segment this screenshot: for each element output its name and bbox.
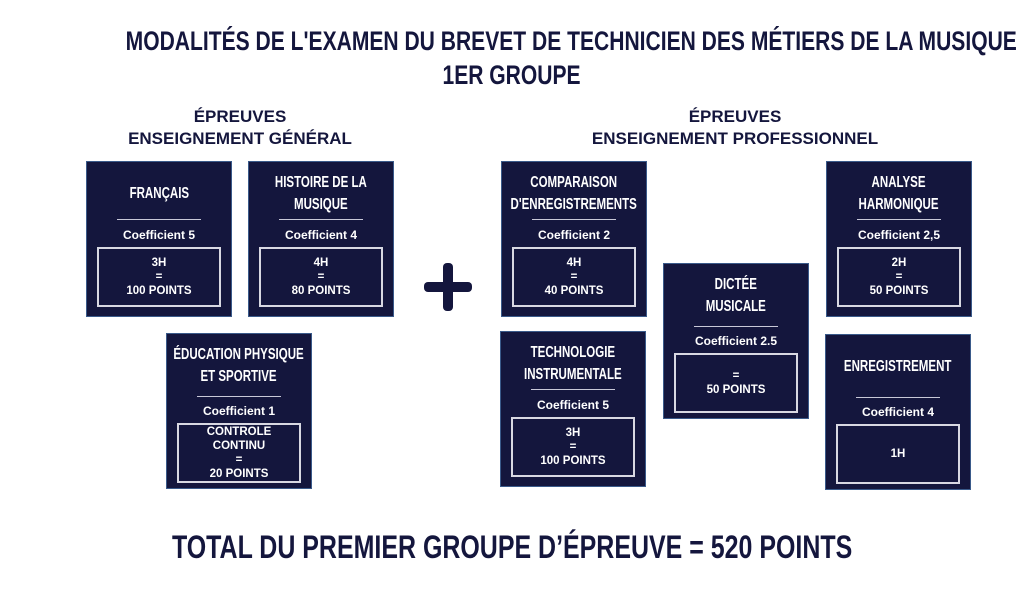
card-title-line-1: TECHNOLOGIE <box>530 344 616 361</box>
duration-points-box: 2H = 50 POINTS <box>837 247 961 307</box>
professional-heading: ÉPREUVES ENSEIGNEMENT PROFESSIONNEL <box>560 106 910 150</box>
page-title: MODALITÉS DE L'EXAMEN DU BREVET DE TECHN… <box>0 24 1024 58</box>
divider <box>856 397 940 398</box>
equals-sign: = <box>235 454 243 466</box>
card-title-line-1: ÉDUCATION PHYSIQUE <box>173 346 305 363</box>
coefficient: Coefficient 4 <box>284 228 357 242</box>
card-title: HISTOIRE DE LA MUSIQUE <box>249 168 393 220</box>
card-title: FRANÇAIS <box>87 168 231 220</box>
professional-heading-line-2: ENSEIGNEMENT PROFESSIONNEL <box>591 129 879 148</box>
card-title-line-1: ANALYSE <box>871 174 926 191</box>
points: 80 POINTS <box>291 285 351 297</box>
card-title: ANALYSE HARMONIQUE <box>827 168 971 220</box>
coefficient: Coefficient 2 <box>537 228 610 242</box>
title-line-2: 1ER GROUPE <box>442 60 582 90</box>
equals-sign: = <box>732 370 740 382</box>
general-heading-line-1: ÉPREUVES <box>193 107 287 126</box>
page-subtitle: 1ER GROUPE <box>0 58 1024 92</box>
general-heading: ÉPREUVES ENSEIGNEMENT GÉNÉRAL <box>100 106 380 150</box>
card-title-line-2: INSTRUMENTALE <box>524 366 622 383</box>
duration: CONTROLE CONTINU <box>206 426 272 452</box>
card-title-line-2: MUSICALE <box>705 298 767 315</box>
card-title-line-1: FRANÇAIS <box>129 185 189 202</box>
coefficient: Coefficient 5 <box>122 228 195 242</box>
card-title-line-1: ENREGISTREMENT <box>844 358 952 375</box>
points: 100 POINTS <box>126 285 192 297</box>
duration: 2H <box>891 257 907 269</box>
duration-points-box: = 50 POINTS <box>674 353 798 413</box>
plus-icon <box>424 263 472 311</box>
card-title-line-1: DICTÉE <box>714 276 758 293</box>
card-histoire-musique: HISTOIRE DE LA MUSIQUE Coefficient 4 4H = 80 … <box>248 161 394 317</box>
points: 50 POINTS <box>869 285 929 297</box>
points: 50 POINTS <box>706 384 766 396</box>
card-title-line-2: ET SPORTIVE <box>200 368 278 385</box>
duration-points-box: 3H = 100 POINTS <box>97 247 221 307</box>
duration-points-box: CONTROLE CONTINU = 20 POINTS <box>177 423 301 483</box>
equals-sign: = <box>317 271 325 283</box>
card-title-line-1: HISTOIRE DE LA <box>275 174 367 191</box>
duration-points-box: 1H <box>836 424 960 484</box>
card-analyse-harmonique: ANALYSE HARMONIQUE Coefficient 2,5 2H = 50 PO… <box>826 161 972 317</box>
divider <box>197 396 281 397</box>
points: 40 POINTS <box>544 285 604 297</box>
card-title-line-2: MUSIQUE <box>294 196 348 213</box>
card-technologie-instrumentale: TECHNOLOGIE INSTRUMENTALE Coefficient 5 3H =… <box>500 331 646 487</box>
divider <box>532 219 616 220</box>
card-enregistrement: ENREGISTREMENT Coefficient 4 1H <box>825 334 971 490</box>
duration: 4H <box>566 257 582 269</box>
points: 100 POINTS <box>540 455 606 467</box>
general-heading-line-2: ENSEIGNEMENT GÉNÉRAL <box>128 129 352 148</box>
card-education-physique: ÉDUCATION PHYSIQUE ET SPORTIVE Coefficient… <box>166 333 312 489</box>
equals-sign: = <box>155 271 163 283</box>
coefficient: Coefficient 4 <box>861 405 934 419</box>
card-title-line-1: COMPARAISON <box>530 174 618 191</box>
duration: 1H <box>890 448 906 460</box>
duration: 3H <box>565 427 581 439</box>
coefficient: Coefficient 2.5 <box>694 334 778 348</box>
coefficient: Coefficient 1 <box>202 404 275 418</box>
coefficient: Coefficient 2,5 <box>857 228 941 242</box>
title-line-1: MODALITÉS DE L'EXAMEN DU BREVET DE TECHN… <box>125 26 1017 56</box>
divider <box>117 219 201 220</box>
card-title: DICTÉE MUSICALE <box>664 270 808 322</box>
divider <box>857 219 941 220</box>
divider <box>531 389 615 390</box>
card-francais: FRANÇAIS Coefficient 5 3H = 100 POINTS <box>86 161 232 317</box>
divider <box>279 219 363 220</box>
card-title: TECHNOLOGIE INSTRUMENTALE <box>501 338 645 390</box>
card-title-line-2: HARMONIQUE <box>858 196 939 213</box>
card-dictee-musicale: DICTÉE MUSICALE Coefficient 2.5 = 50 POINTS <box>663 263 809 419</box>
points: 20 POINTS <box>209 468 269 480</box>
total-points: TOTAL DU PREMIER GROUPE D’ÉPREUVE = 520 … <box>0 527 1024 567</box>
duration: 4H <box>313 257 329 269</box>
card-comparaison-enregistrements: COMPARAISON D'ENREGISTREMENTS Coefficient … <box>501 161 647 317</box>
duration-points-box: 3H = 100 POINTS <box>511 417 635 477</box>
duration: 3H <box>151 257 167 269</box>
equals-sign: = <box>570 271 578 283</box>
duration-points-box: 4H = 40 POINTS <box>512 247 636 307</box>
divider <box>694 326 778 327</box>
duration-points-box: 4H = 80 POINTS <box>259 247 383 307</box>
card-title: COMPARAISON D'ENREGISTREMENTS <box>502 168 646 220</box>
equals-sign: = <box>895 271 903 283</box>
equals-sign: = <box>569 441 577 453</box>
total-text: TOTAL DU PREMIER GROUPE D’ÉPREUVE = 520 … <box>171 529 853 565</box>
professional-heading-line-1: ÉPREUVES <box>688 107 782 126</box>
card-title: ENREGISTREMENT <box>826 341 970 393</box>
coefficient: Coefficient 5 <box>536 398 609 412</box>
card-title-line-2: D'ENREGISTREMENTS <box>510 196 638 213</box>
card-title: ÉDUCATION PHYSIQUE ET SPORTIVE <box>167 340 311 392</box>
